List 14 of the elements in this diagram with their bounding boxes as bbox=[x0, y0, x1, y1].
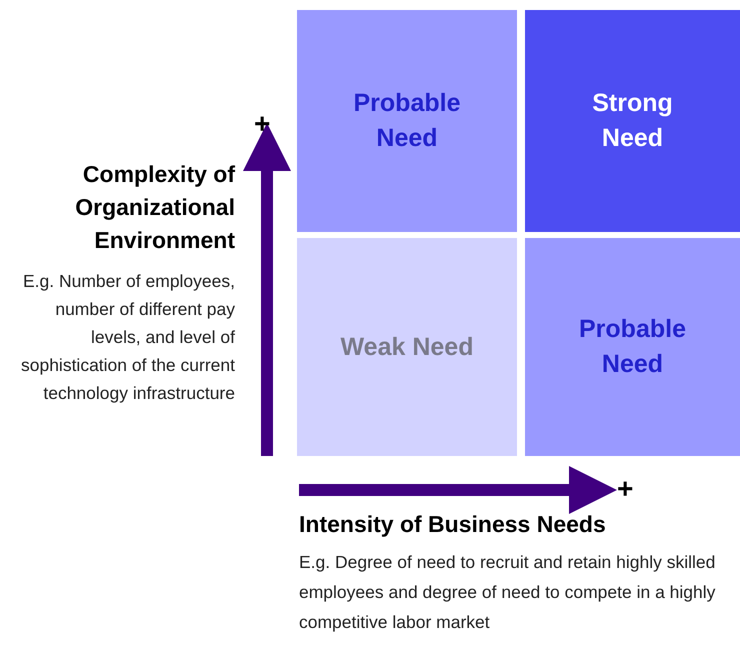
plus-sign: + bbox=[254, 108, 270, 140]
axis-title: Intensity of Business Needs bbox=[299, 511, 606, 538]
quadrant-cell bbox=[297, 238, 517, 456]
quadrant-cell bbox=[525, 238, 740, 456]
quadrant-cell bbox=[297, 10, 517, 232]
quadrant-label: Probable Need bbox=[578, 314, 687, 380]
axis-title: Complexity of Organizational Environment bbox=[74, 160, 235, 255]
quadrant-label: Strong Need bbox=[591, 88, 674, 154]
plus-sign: + bbox=[617, 473, 634, 505]
quadrant-label: Probable Need bbox=[352, 88, 462, 154]
quadrant-label: Weak Need bbox=[340, 332, 474, 362]
axis-description: E.g. Number of employees, number of different pay levels, and level of sophistication of the current technology infrastructure bbox=[20, 270, 235, 405]
quadrant-cell bbox=[525, 10, 740, 232]
axis-description: E.g. Degree of need to recruit and retain highly skilled employees and degree of need to compete in a highly competitive labor market bbox=[299, 551, 716, 634]
